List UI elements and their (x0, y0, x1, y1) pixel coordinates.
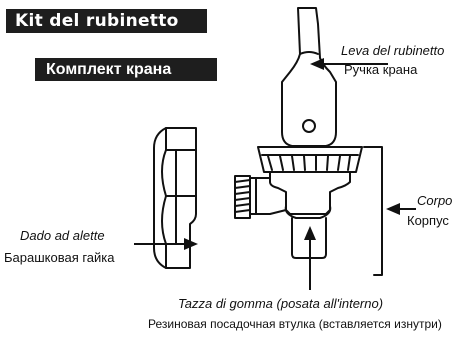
wing-nut-label-italian: Dado ad alette (20, 228, 105, 243)
lever-label-russian: Ручка крана (344, 62, 418, 77)
valve-body (234, 171, 351, 259)
heading-italian: Kit del rubinetto (6, 9, 207, 33)
rubber-cup-label-italian: Tazza di gomma (posata all'interno) (178, 296, 384, 311)
body-label-russian: Корпус (407, 213, 449, 228)
heading-russian: Комплект крана (35, 58, 217, 81)
body-label-italian: Corpo (417, 193, 453, 208)
rubber-cup-label-russian: Резиновая посадочная втулка (вставляется… (148, 317, 442, 331)
lever-label-italian: Leva del rubinetto (341, 43, 445, 58)
faucet-lever (281, 7, 337, 147)
wing-nut-label-russian: Барашковая гайка (4, 250, 115, 265)
valve-collar (257, 146, 363, 173)
